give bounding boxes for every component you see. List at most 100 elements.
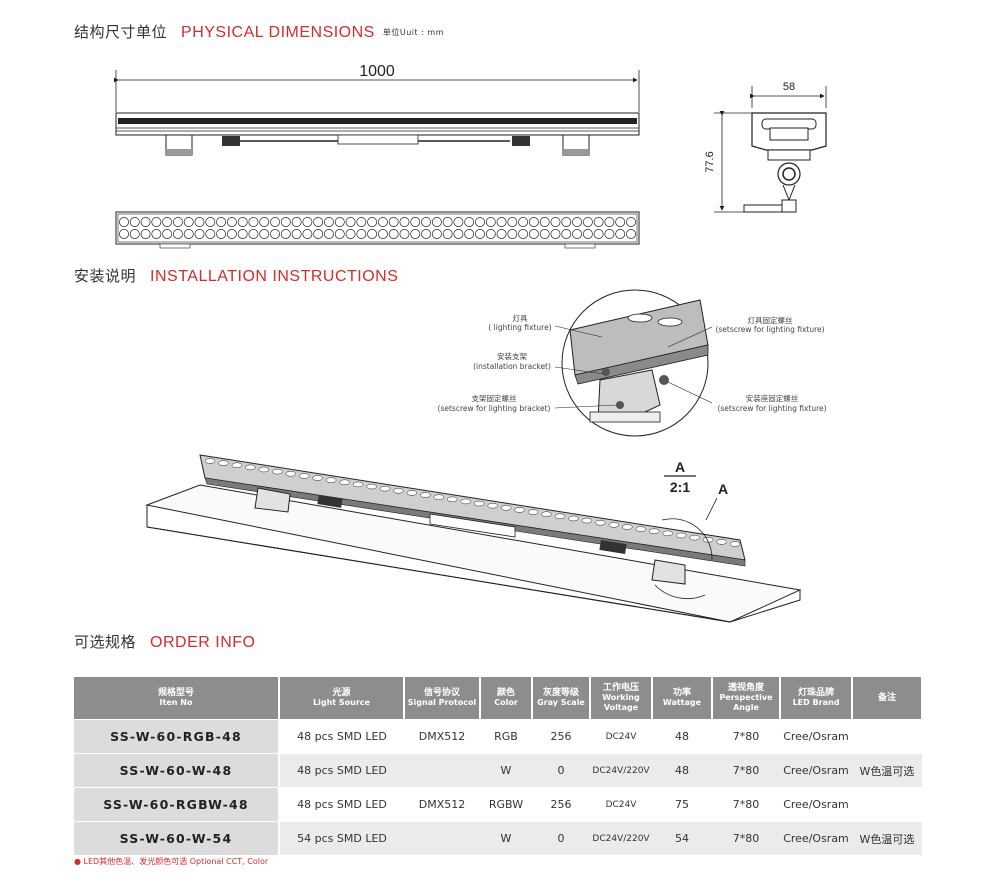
led-hole bbox=[485, 217, 496, 227]
led-hole bbox=[194, 229, 205, 239]
led-hole bbox=[582, 229, 593, 239]
installation-title-en: INSTALLATION INSTRUCTIONS bbox=[150, 268, 399, 285]
led-hole bbox=[226, 229, 237, 239]
table-cell: DC24V/220V bbox=[590, 753, 652, 788]
led-hole bbox=[518, 229, 529, 239]
led-hole bbox=[218, 460, 229, 466]
header-cn: 灰度等级 bbox=[542, 688, 579, 698]
led-hole bbox=[345, 217, 356, 227]
led-hole bbox=[447, 496, 458, 503]
led-hole bbox=[539, 229, 550, 239]
header-cn: 信号协议 bbox=[423, 688, 460, 698]
led-hole bbox=[183, 229, 194, 239]
dimensions-title-cn: 结构尺寸单位 bbox=[74, 23, 168, 41]
led-hole bbox=[399, 229, 410, 239]
led-hole bbox=[140, 229, 151, 239]
header-en: Gray Scale bbox=[537, 698, 585, 707]
led-hole bbox=[285, 471, 297, 477]
led-hole bbox=[541, 511, 552, 517]
led-hole bbox=[302, 217, 313, 227]
callout-fixture-screw-cn: 灯具固定螺丝 bbox=[748, 315, 793, 325]
table-cell: 54 bbox=[652, 821, 712, 855]
table-cell: 48 bbox=[652, 719, 712, 754]
led-hole bbox=[626, 229, 636, 239]
led-hole bbox=[324, 217, 334, 227]
callout-bracket-screw-en: (setscrew for lighting bracket) bbox=[438, 404, 551, 413]
led-hole bbox=[172, 217, 183, 227]
model-number-cell: SS-W-60-RGB-48 bbox=[74, 719, 280, 754]
table-cell: DC24V/220V bbox=[590, 821, 652, 855]
table-cell: 54 pcs SMD LED bbox=[279, 821, 404, 855]
led-hole bbox=[716, 539, 727, 545]
led-hole bbox=[453, 229, 464, 239]
led-hole bbox=[298, 473, 310, 479]
callout-fixture-screw-en: (setscrew for lighting fixture) bbox=[715, 325, 824, 334]
table-cell: 48 pcs SMD LED bbox=[279, 787, 404, 822]
table-cell: RGBW bbox=[480, 787, 532, 822]
led-hole bbox=[367, 229, 378, 239]
table-cell: W色温可选 bbox=[852, 821, 922, 855]
order-title-en: ORDER INFO bbox=[150, 634, 256, 651]
table-cell: DC24V bbox=[590, 787, 652, 822]
header-en: Working Voltage bbox=[602, 693, 640, 712]
table-cell: DC24V bbox=[590, 719, 652, 754]
table-cell: 48 bbox=[652, 753, 712, 788]
led-hole bbox=[248, 217, 259, 227]
led-hole bbox=[433, 494, 445, 500]
led-hole bbox=[485, 229, 496, 239]
table-cell: 7*80 bbox=[712, 753, 780, 788]
led-hole bbox=[626, 217, 636, 227]
table-cell: 256 bbox=[532, 719, 590, 754]
led-hole bbox=[561, 229, 572, 239]
table-cell: 0 bbox=[532, 753, 590, 788]
detail-scale: 2:1 bbox=[670, 479, 690, 495]
header-en: Iten No bbox=[159, 698, 193, 707]
led-hole bbox=[367, 217, 378, 227]
led-hole bbox=[151, 229, 162, 239]
table-cell: DMX512 bbox=[404, 787, 480, 822]
led-hole bbox=[410, 217, 421, 227]
led-hole bbox=[464, 217, 475, 227]
table-cell bbox=[852, 787, 922, 822]
led-hole bbox=[554, 513, 566, 520]
led-hole bbox=[291, 229, 302, 239]
header-en: Perspective Angle bbox=[719, 693, 773, 712]
led-hole bbox=[205, 229, 216, 239]
table-cell: RGB bbox=[480, 719, 532, 754]
led-hole bbox=[507, 229, 518, 239]
header-en: Light Source bbox=[313, 698, 370, 707]
model-number-cell: SS-W-60-W-48 bbox=[74, 753, 280, 788]
led-hole bbox=[172, 229, 183, 239]
technical-drawings: 1000 58 77.6 bbox=[114, 63, 827, 623]
led-hole bbox=[313, 229, 324, 239]
led-hole bbox=[129, 217, 140, 227]
led-hole bbox=[204, 458, 216, 464]
led-hole bbox=[205, 217, 216, 227]
led-hole bbox=[377, 229, 388, 239]
led-hole bbox=[231, 462, 243, 469]
table-cell bbox=[404, 753, 480, 788]
header-en: Color bbox=[494, 698, 518, 707]
order-title-cn: 可选规格 bbox=[74, 633, 137, 651]
detail-marker: A bbox=[718, 481, 728, 497]
installation-detail: 灯具 ( lighting fixture) 安装支架 (installatio… bbox=[438, 289, 827, 437]
table-cell: Cree/Osram bbox=[780, 753, 852, 788]
led-hole bbox=[259, 217, 270, 227]
led-hole bbox=[500, 505, 512, 511]
led-hole bbox=[334, 229, 345, 239]
led-hole bbox=[507, 217, 518, 227]
table-cell bbox=[404, 821, 480, 855]
led-hole bbox=[237, 217, 248, 227]
led-hole bbox=[356, 217, 367, 227]
table-cell: 48 pcs SMD LED bbox=[279, 753, 404, 788]
led-hole bbox=[442, 217, 453, 227]
led-hole bbox=[119, 217, 129, 227]
led-hole bbox=[162, 229, 173, 239]
